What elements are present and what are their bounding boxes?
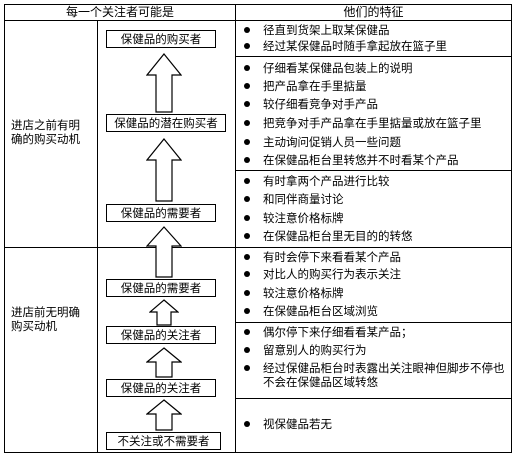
column-divider-main <box>235 4 236 453</box>
trait-item: 视保健品若无 <box>244 417 332 431</box>
up-arrow-icon <box>146 53 182 113</box>
group-label-clear-motive: 进店之前有明确的购买动机 <box>11 118 80 146</box>
table-border-bottom <box>4 452 512 453</box>
row-divider-3 <box>235 247 512 248</box>
stage-box-not-interested: 不关注或不需要者 <box>106 432 221 450</box>
trait-item: 把产品拿在手里掂量 <box>244 79 367 93</box>
trait-item: 仔细看某保健品包装上的说明 <box>244 61 413 75</box>
trait-item: 偶尔停下来仔细看看某产品； <box>244 325 413 339</box>
trait-item: 径直到货架上取某保健品 <box>244 23 390 37</box>
column-divider-left <box>97 20 98 453</box>
header-right: 他们的特征 <box>343 5 404 19</box>
row-divider-2 <box>235 170 512 171</box>
table-border-right <box>511 4 512 453</box>
up-arrow-icon <box>146 138 182 202</box>
trait-item: 有时拿两个产品进行比较 <box>244 174 390 188</box>
trait-item: 有时会停下来看看某个产品 <box>244 250 401 264</box>
trait-item: 和同伴商量讨论 <box>244 192 344 206</box>
stage-box-follower-1: 保健品的关注者 <box>106 326 216 344</box>
up-arrow-icon <box>146 226 182 278</box>
trait-item: 留意别人的购买行为 <box>244 343 367 357</box>
trait-item: 在保健品柜台里无目的的转悠 <box>244 229 413 243</box>
trait-item: 较仔细看竞争对手产品 <box>244 97 378 111</box>
group-divider <box>4 247 236 248</box>
up-arrow-icon <box>149 299 179 326</box>
stage-box-potential-buyer: 保健品的潜在购买者 <box>106 114 226 132</box>
row-divider-5 <box>235 398 512 399</box>
up-arrow-icon <box>146 347 182 378</box>
trait-item: 经过保健品柜台时表露出关注眼神但脚步不停也不会在保健品区域转悠 <box>244 361 506 389</box>
trait-item: 主动询问促销人员一些问题 <box>244 135 401 149</box>
stage-box-needer-1: 保健品的需要者 <box>106 204 216 222</box>
header-divider <box>4 20 512 21</box>
trait-item: 较注意价格标牌 <box>244 211 344 225</box>
header-left: 每一个关注者可能是 <box>65 5 174 19</box>
trait-item: 对比人的购买行为表示关注 <box>244 267 401 281</box>
table-border-top <box>4 4 512 5</box>
stage-box-follower-2: 保健品的关注者 <box>106 379 216 397</box>
up-arrow-icon <box>146 399 182 431</box>
trait-item: 在保健品柜台区域浏览 <box>244 304 378 318</box>
trait-item: 经过某保健品时随手拿起放在篮子里 <box>244 39 447 53</box>
trait-item: 较注意价格标牌 <box>244 286 344 300</box>
trait-item: 在保健品柜台里转悠并不时看某个产品 <box>244 153 459 167</box>
row-divider-4 <box>235 322 512 323</box>
group-label-no-motive: 进店前无明确购买动机 <box>11 305 80 333</box>
row-divider-1 <box>235 56 512 57</box>
stage-box-needer-2: 保健品的需要者 <box>106 279 216 297</box>
stage-box-buyer: 保健品的购买者 <box>106 30 216 48</box>
table-border-left <box>4 4 5 453</box>
trait-item: 把竞争对手产品拿在手里掂量或放在篮子里 <box>244 116 482 130</box>
